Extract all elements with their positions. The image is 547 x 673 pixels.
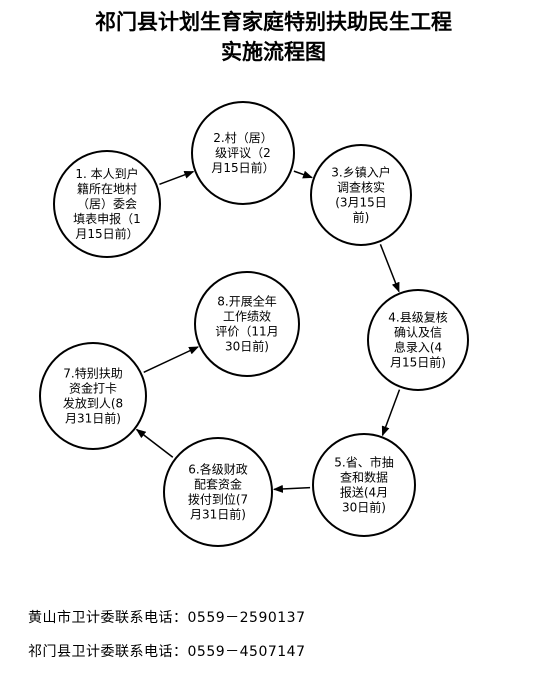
step-7-label-line: 发放到人(8 [63,396,123,411]
step-1-label-line: （居）委会 [77,197,137,211]
step-6-label-line: 拨付到位(7 [188,492,248,507]
step-1-label-line: 1. 本人到户 [75,166,138,181]
contact-line-huangshan: 黄山市卫计委联系电话：0559－2590137 [28,607,305,627]
step-8-label-line: 30日前) [225,339,269,354]
step-6-label-line: 6.各级财政 [188,462,247,477]
step-4-label-line: 4.县级复核 [388,311,447,325]
step-8-label-line: 评价（11月 [215,325,278,339]
contact-phone-qimen: 0559－4507147 [187,644,306,660]
step-2-label-line: 月15日前） [211,160,274,175]
step-1-circle [53,150,161,258]
step-2-label-line: 级评议（2 [215,146,271,160]
diagram-title-line2: 实施流程图 [221,40,326,64]
step-5-label-line: 报送(4月 [340,485,388,500]
step-4-label-line: 月15日前) [390,355,446,370]
arrow-step-5-to-6 [272,484,311,493]
step-1-label-line: 填表申报（1 [73,211,141,226]
step-2-circle [191,101,295,205]
step-7-label-line: 7.特别扶助 [63,366,122,381]
step-5-label-line: 30日前) [342,500,386,515]
arrow-step-4-to-5 [381,389,401,437]
diagram-title-line1: 祁门县计划生育家庭特别扶助民生工程 [95,10,452,34]
step-5-label-line: 5.省、市抽 [334,455,393,470]
step-6-circle [163,437,273,547]
step-4-label-line: 息录入(4 [394,340,442,355]
step-1-label-line: 月15日前） [75,226,138,241]
step-5-label-line: 查和数据 [340,470,388,485]
step-7-label-line: 月31日前) [65,411,121,426]
contact-label-huangshan: 黄山市卫计委联系电话： [28,610,188,626]
step-8-label-line: 工作绩效 [223,309,271,324]
step-3-label-line: (3月15日 [335,196,387,210]
step-5-circle [312,433,416,537]
step-1-label-line: 籍所在地村 [77,181,137,196]
arrow-step-3-to-4 [379,244,400,293]
step-3-label-line: 3.乡镇入户 [331,165,390,180]
step-4-circle [367,289,469,391]
step-6-label-line: 月31日前) [190,507,246,522]
step-3-label-line: 前) [353,210,370,225]
step-6-label-line: 配套资金 [194,477,242,492]
contact-phone-huangshan: 0559－2590137 [187,610,306,626]
arrow-step-7-to-8 [143,346,199,373]
step-4-label-line: 确认及信 [394,326,442,340]
step-3-label-line: 调查核实 [337,180,385,195]
step-8-label-line: 8.开展全年 [217,294,276,309]
contact-line-qimen: 祁门县卫计委联系电话：0559－4507147 [28,641,305,661]
step-7-label-line: 资金打卡 [69,381,117,396]
contact-label-qimen: 祁门县卫计委联系电话： [28,644,188,660]
arrow-step-6-to-7 [135,428,174,458]
step-7-circle [39,342,147,450]
arrow-step-2-to-3 [293,170,313,179]
arrow-step-1-to-2 [159,170,195,186]
step-8-circle [194,271,300,377]
step-3-circle [310,144,412,246]
step-2-label-line: 2.村（居） [213,131,272,145]
